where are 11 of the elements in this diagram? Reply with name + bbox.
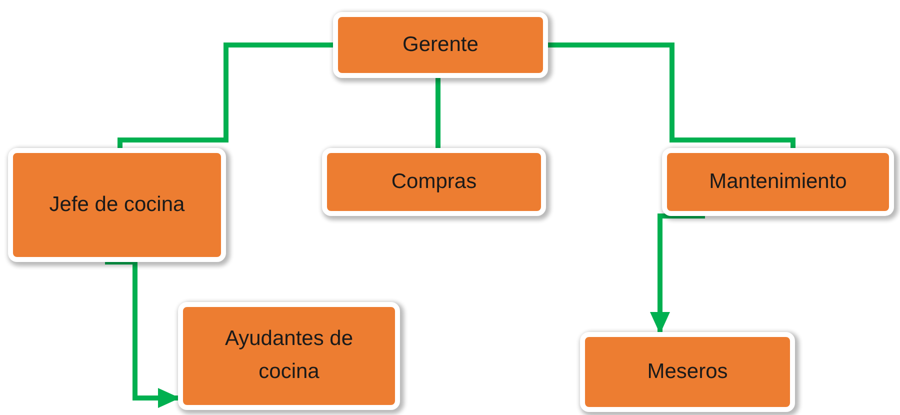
- connector-line: [436, 78, 440, 148]
- role-label: Compras: [391, 168, 477, 195]
- connector-line: [118, 42, 333, 148]
- role-label: Jefe de cocina: [49, 192, 185, 218]
- role-label: Mantenimiento: [709, 168, 847, 195]
- role-label: Ayudantes de cocina: [224, 326, 354, 385]
- role-label: Meseros: [647, 358, 728, 385]
- role-label: Gerente: [402, 32, 478, 58]
- connector-line: [548, 42, 796, 148]
- arrow: [650, 214, 705, 334]
- arrow: [105, 260, 180, 408]
